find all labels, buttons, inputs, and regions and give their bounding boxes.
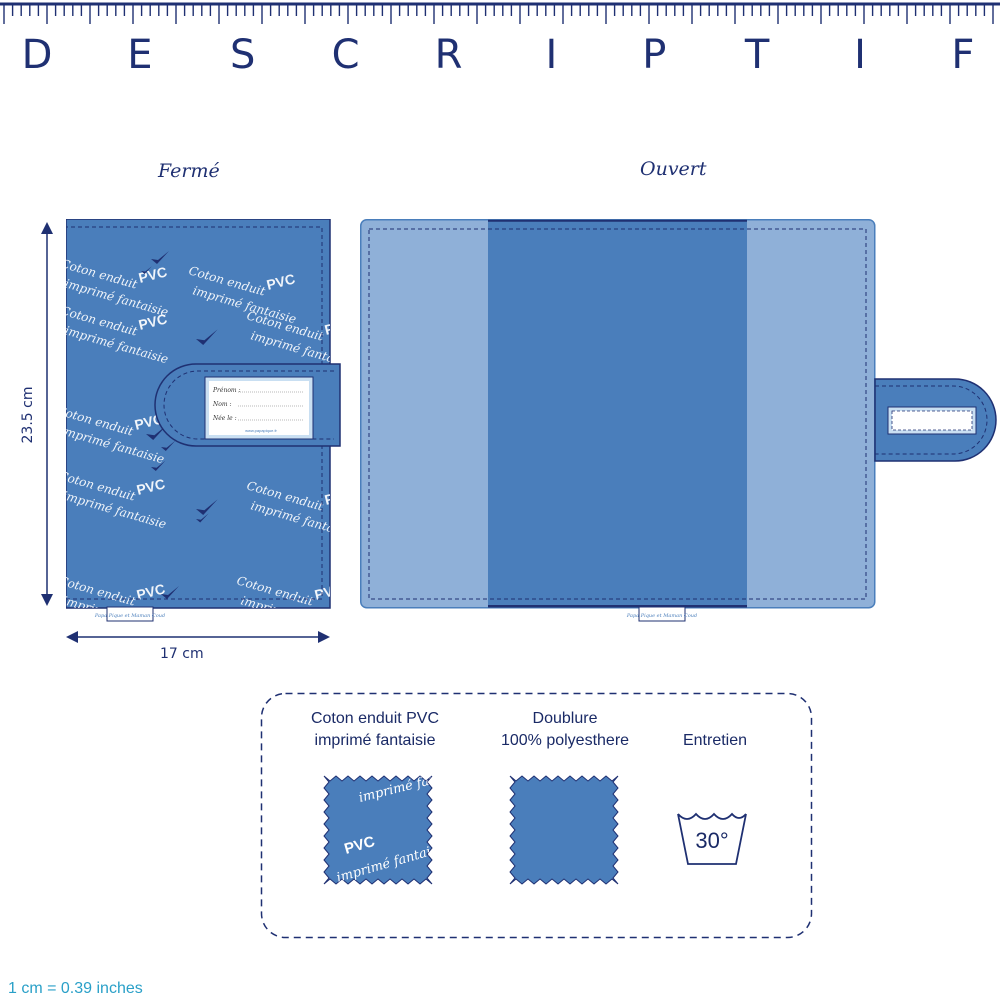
materials-panel bbox=[260, 692, 813, 939]
title-letter: I bbox=[854, 32, 866, 78]
material-care-line1: Entretien bbox=[682, 732, 748, 749]
bird-icon bbox=[151, 251, 169, 264]
bird-icon bbox=[141, 266, 152, 274]
material-care-label: Entretien bbox=[655, 730, 775, 752]
material-lining-line1: Doublure bbox=[532, 710, 598, 727]
pattern-text-pvc: PVC bbox=[323, 485, 342, 507]
pattern-text-pvc: PVC bbox=[135, 580, 167, 602]
title-letter: C bbox=[331, 32, 360, 78]
material-fabric-line1: Coton enduit PVC bbox=[310, 710, 440, 727]
bird-icon bbox=[161, 440, 176, 451]
id-card-footer: www.papapique.fr bbox=[245, 428, 277, 433]
title-letter: I bbox=[545, 32, 558, 78]
bird-icon bbox=[161, 586, 179, 599]
pattern-text-pvc: PVC bbox=[313, 580, 342, 602]
bird-icon bbox=[196, 513, 209, 523]
title-letter: P bbox=[642, 32, 667, 78]
title-letter: D bbox=[21, 32, 53, 78]
unit-conversion-note: 1 cm = 0.39 inches bbox=[8, 980, 143, 997]
title-letter: T bbox=[744, 32, 770, 78]
height-label: 23.5 cm bbox=[20, 386, 36, 444]
bird-icon bbox=[146, 424, 168, 440]
open-cover-drawing: Papa Pique et Maman Coud bbox=[360, 219, 997, 622]
svg-text:Papa Pique et Maman Coud: Papa Pique et Maman Coud bbox=[94, 613, 165, 619]
bird-icon bbox=[196, 499, 218, 515]
lining-swatch bbox=[509, 775, 619, 885]
open-view-label: Ouvert bbox=[640, 158, 707, 180]
closed-view-label: Fermé bbox=[158, 160, 220, 182]
pattern-text-pvc: PVC bbox=[323, 315, 342, 337]
title-letter: R bbox=[434, 32, 463, 78]
svg-text:Papa Pique et Maman Coud: Papa Pique et Maman Coud bbox=[626, 613, 697, 619]
title-letter: S bbox=[230, 32, 256, 78]
wash-temperature: 30° bbox=[695, 828, 729, 853]
header-ruler bbox=[0, 2, 1000, 24]
width-label: 17 cm bbox=[160, 646, 204, 662]
open-cover: Papa Pique et Maman Coud bbox=[360, 219, 1000, 624]
pattern-text-pvc: PVC bbox=[137, 263, 169, 285]
fabric-swatch: imprimé fantaisie PVC imprimé fantaisie bbox=[323, 775, 433, 885]
pattern-text-pvc: PVC bbox=[135, 475, 167, 497]
material-lining-line2: 100% polyesthere bbox=[500, 732, 630, 749]
title-letter: F bbox=[951, 32, 975, 78]
bird-icon bbox=[196, 329, 218, 345]
wash-30-icon: 30° bbox=[676, 808, 748, 866]
title-letter: E bbox=[127, 32, 153, 78]
width-dimension-arrow bbox=[66, 631, 330, 643]
pattern-text-pvc: PVC bbox=[265, 270, 297, 292]
id-card-field-label: Prénom : bbox=[212, 387, 241, 394]
id-card-field-label: Née le : bbox=[212, 415, 237, 422]
material-fabric-label: Coton enduit PVC imprimé fantaisie bbox=[290, 708, 460, 752]
height-dimension-arrow bbox=[41, 222, 53, 606]
material-lining-label: Doublure 100% polyesthere bbox=[480, 708, 650, 752]
pattern-text-pvc: PVC bbox=[137, 310, 169, 332]
id-card-field-label: Nom : bbox=[212, 401, 231, 408]
bird-icon bbox=[151, 460, 166, 471]
material-fabric-line2: imprimé fantaisie bbox=[314, 732, 436, 749]
